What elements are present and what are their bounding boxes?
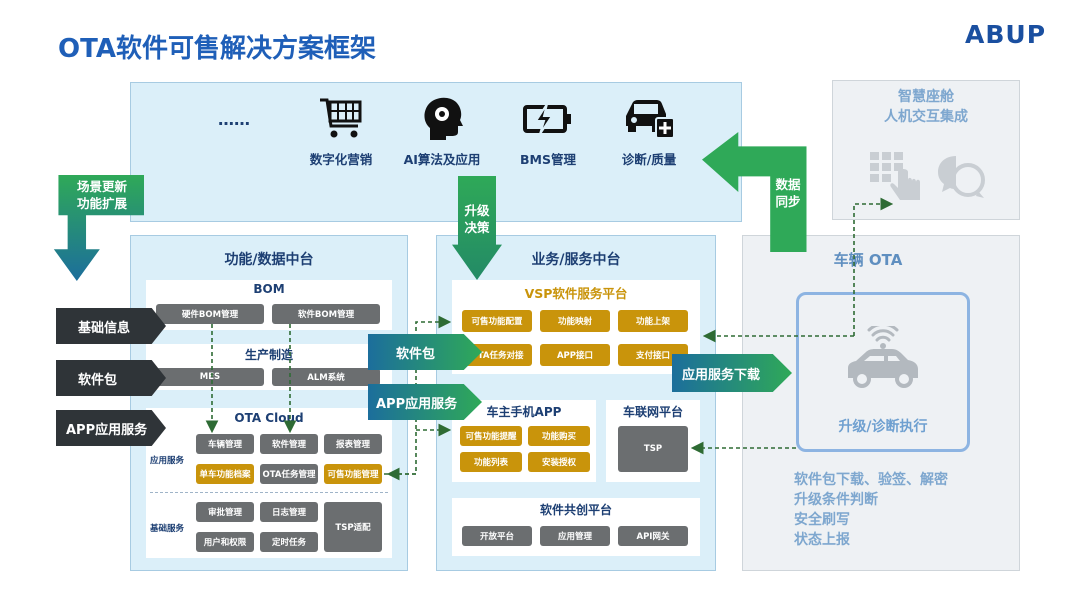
app-service-green-arrow: APP应用服务: [368, 384, 482, 420]
shopping-cart-icon: [318, 96, 364, 140]
abup-logo: ABUP: [965, 20, 1047, 49]
app-service-group-label: 应用服务: [150, 456, 185, 466]
vehicle-function-archive-button[interactable]: 单车功能档案: [196, 464, 254, 484]
software-package-green-arrow: 软件包: [368, 334, 482, 370]
page-title: OTA软件可售解决方案框架: [58, 34, 376, 64]
top-item-digital-marketing: 数字化营销: [309, 152, 373, 167]
top-item-ai-algorithm: AI算法及应用: [403, 152, 481, 167]
ellipsis-text: ……: [218, 110, 250, 129]
user-permission-button[interactable]: 用户和权限: [196, 532, 254, 552]
approval-mgmt-button[interactable]: 审批管理: [196, 502, 254, 522]
execution-label: 升级/诊断执行: [838, 419, 928, 435]
base-service-group-label: 基础服务: [150, 524, 185, 534]
ota-task-mgmt-button[interactable]: OTA任务管理: [260, 464, 318, 484]
ota-cloud-title: OTA Cloud: [234, 411, 304, 425]
open-platform-button[interactable]: 开放平台: [462, 526, 532, 546]
saleable-config-button[interactable]: 可售功能配置: [462, 310, 532, 332]
install-authorization-button[interactable]: 安装授权: [528, 452, 590, 472]
software-package-arrow: 软件包: [56, 360, 166, 396]
function-list-button[interactable]: 功能列表: [460, 452, 522, 472]
scheduled-task-button[interactable]: 定时任务: [260, 532, 318, 552]
ota-task-docking-button[interactable]: OTA任务对接: [462, 344, 532, 366]
vehicle-feature-4: 状态上报: [794, 532, 850, 548]
production-title: 生产制造: [244, 348, 293, 362]
vehicle-feature-2: 升级条件判断: [794, 492, 878, 508]
car-diagnosis-icon: [622, 96, 676, 140]
top-item-diagnosis: 诊断/质量: [621, 152, 677, 167]
api-gateway-button[interactable]: API网关: [618, 526, 688, 546]
cockpit-title-line2: 人机交互集成: [884, 109, 968, 125]
app-interface-button[interactable]: APP接口: [540, 344, 610, 366]
payment-interface-button[interactable]: 支付接口: [618, 344, 688, 366]
saleable-function-mgmt-button[interactable]: 可售功能管理: [324, 464, 382, 484]
function-listing-button[interactable]: 功能上架: [618, 310, 688, 332]
scene-update-label-1: 场景更新: [76, 179, 127, 194]
vehicle-feature-1: 软件包下载、验签、解密: [794, 472, 948, 488]
tsp-adapter-button[interactable]: TSP适配: [324, 502, 382, 552]
software-bom-button[interactable]: 软件BOM管理: [272, 304, 380, 324]
cockpit-title-line1: 智慧座舱: [898, 89, 954, 105]
app-mgmt-button[interactable]: 应用管理: [540, 526, 610, 546]
chat-bubble-icon: [936, 152, 988, 202]
owner-app-title: 车主手机APP: [486, 405, 562, 419]
battery-icon: [522, 102, 574, 136]
co-create-title: 软件共创平台: [539, 503, 612, 517]
iov-title: 车联网平台: [622, 405, 683, 419]
data-platform-title: 功能/数据中台: [224, 252, 314, 268]
vehicle-mgmt-button[interactable]: 车辆管理: [196, 434, 254, 454]
app-service-arrow: APP应用服务: [56, 410, 166, 446]
connected-car-icon: [842, 326, 924, 388]
upgrade-decision-label-1: 升级: [464, 203, 490, 218]
software-mgmt-button[interactable]: 软件管理: [260, 434, 318, 454]
alm-button[interactable]: ALM系统: [272, 368, 380, 386]
hardware-bom-button[interactable]: 硬件BOM管理: [156, 304, 264, 324]
vehicle-ota-title: 车辆 OTA: [833, 251, 903, 269]
app-download-arrow: 应用服务下载: [672, 354, 792, 392]
ai-head-icon: [420, 94, 464, 142]
upgrade-decision-label-2: 决策: [464, 220, 490, 235]
tsp-button[interactable]: TSP: [618, 426, 688, 472]
ota-cloud-divider: [150, 492, 388, 493]
saleable-reminder-button[interactable]: 可售功能提醒: [460, 426, 522, 446]
top-item-bms: BMS管理: [520, 152, 576, 167]
report-mgmt-button[interactable]: 报表管理: [324, 434, 382, 454]
biz-platform-title: 业务/服务中台: [531, 252, 621, 268]
scene-update-label-2: 功能扩展: [76, 196, 127, 211]
bom-title: BOM: [253, 282, 285, 296]
mes-button[interactable]: MES: [156, 368, 264, 386]
touch-grid-icon: [868, 150, 926, 204]
function-purchase-button[interactable]: 功能购买: [528, 426, 590, 446]
function-mapping-button[interactable]: 功能映射: [540, 310, 610, 332]
data-sync-label-1: 数据: [775, 177, 801, 192]
log-mgmt-button[interactable]: 日志管理: [260, 502, 318, 522]
vsp-title: VSP软件服务平台: [524, 286, 628, 301]
basic-info-arrow: 基础信息: [56, 308, 166, 344]
data-sync-label-2: 同步: [775, 194, 801, 209]
vehicle-feature-3: 安全刷写: [794, 512, 850, 528]
smart-cockpit-panel: [832, 80, 1020, 220]
